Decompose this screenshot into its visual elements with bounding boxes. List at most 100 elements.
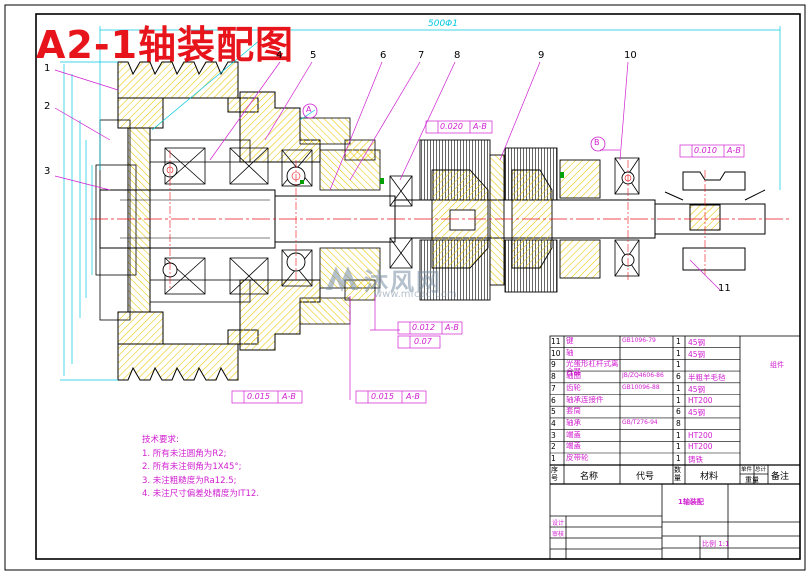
callout-10: 10 xyxy=(624,50,637,61)
bom-cell-name: 轴承连接件 xyxy=(566,395,604,404)
bom-cell-name: 齿轮 xyxy=(566,383,581,392)
bom-cell-material: 45钢 xyxy=(688,349,706,359)
dimensions xyxy=(60,26,781,381)
tol-top-left-datum: A-B xyxy=(473,122,487,131)
bom-cell-name: 轴承 xyxy=(566,418,581,427)
tol-flatness-value: 0.07 xyxy=(414,337,432,346)
bom-cell-qty: 8 xyxy=(676,418,681,428)
overall-dimension-label: 500Φ1 xyxy=(428,19,458,29)
bom-cell-code: GB10096-88 xyxy=(622,383,660,391)
bom-cell-name: 端盖 xyxy=(566,430,581,439)
leaders xyxy=(54,61,721,400)
bom-cell-name: 端盖 xyxy=(566,442,581,451)
shift-fork xyxy=(664,171,766,271)
section-letter-b: B xyxy=(594,138,600,147)
notes-heading: 技术要求: xyxy=(142,435,179,445)
bom-cell-name: 轴圈 xyxy=(566,372,581,381)
bom-cell-no: 11 xyxy=(551,337,561,346)
side-label-design: 设计 xyxy=(552,520,565,527)
tol-bottom-mid-value: 0.015 xyxy=(371,392,394,401)
bom-cell-name: 光蛋形杠杆式离合器 xyxy=(566,360,619,377)
bom-cell-qty: 1 xyxy=(676,337,681,346)
bom-cell-code: GB/T276-94 xyxy=(622,418,658,426)
bom-cell-qty: 6 xyxy=(676,372,681,382)
section-mark-a xyxy=(302,103,318,119)
bom-header-unit-weight: 单件 xyxy=(741,467,753,473)
callout-4: 4 xyxy=(276,50,283,61)
spacers xyxy=(319,139,381,301)
bom-cell-material: HT200 xyxy=(688,395,713,405)
bom-cell-name: 套筒 xyxy=(566,407,581,416)
bom-cell-no: 2 xyxy=(551,442,556,452)
bom-header-material: 材料 xyxy=(700,472,719,482)
bom-cell-no: 9 xyxy=(551,360,556,370)
bom-cell-code: GB1096-79 xyxy=(622,337,656,344)
bom-cell-material: HT200 xyxy=(688,442,713,452)
bom-header-name: 名称 xyxy=(580,472,599,482)
bom-cell-no: 10 xyxy=(551,348,561,358)
bom-cell-material: HT200 xyxy=(688,430,713,440)
bom-cell-name: 皮带轮 xyxy=(566,454,589,462)
technical-notes: 技术要求: 1. 所有未注圆角为R2; 2. 所有未注倒角为1X45°; 3. … xyxy=(142,434,259,502)
bom-header-code: 代号 xyxy=(636,472,655,482)
section-letter-a: A xyxy=(306,105,312,114)
bom-header-remark: 备注 xyxy=(771,472,790,482)
bom-cell-material: 铸铁 xyxy=(688,455,703,464)
callout-11: 11 xyxy=(718,283,731,294)
bom-header-weight: 重量 xyxy=(745,476,759,484)
bom-cell-material: 半粗羊毛毡 xyxy=(688,373,726,383)
drawing-title: A2-1轴装配图 xyxy=(36,23,295,67)
tol-right-datum: A-B xyxy=(727,146,741,155)
clutch-gear xyxy=(419,139,601,301)
tol-right-value: 0.010 xyxy=(694,146,717,155)
tol-bottom-mid-datum: A-B xyxy=(406,392,420,401)
drawing-name-cell: 1轴装配 xyxy=(678,498,704,506)
bom-cell-qty: 1 xyxy=(676,383,681,393)
bom-cell-no: 1 xyxy=(551,454,556,463)
bom-cell-material: 45钢 xyxy=(688,338,706,347)
callout-3: 3 xyxy=(44,166,51,177)
bom-cell-name: 轴 xyxy=(566,348,574,357)
bom-header-qty: 数量 xyxy=(674,466,681,482)
note-item: 2. 所有未注倒角为1X45°; xyxy=(142,462,242,472)
side-label-review: 审核 xyxy=(552,531,565,538)
bom-cell-no: 4 xyxy=(551,418,556,428)
bom-grid xyxy=(549,335,801,560)
bom-cell-material: 45钢 xyxy=(688,384,706,394)
callout-9: 9 xyxy=(538,50,545,61)
inner-frame xyxy=(35,13,801,560)
watermark-logo-icon xyxy=(326,266,358,292)
callout-2: 2 xyxy=(44,101,51,112)
end-cover xyxy=(149,91,351,351)
note-item: 4. 未注尺寸偏差处精度为IT12. xyxy=(142,489,260,499)
callout-7: 7 xyxy=(418,50,425,61)
tol-top-left-value: 0.020 xyxy=(440,122,463,131)
note-item: 1. 所有未注圆角为R2; xyxy=(142,448,227,459)
bom-cell-qty: 6 xyxy=(676,407,681,417)
callout-1: 1 xyxy=(44,63,51,74)
bom-header-total-weight: 总计 xyxy=(755,467,767,473)
tol-bottom-left-datum: A-B xyxy=(282,392,296,401)
watermark-brand: 沐风网 xyxy=(364,268,442,296)
bom-cell-code: JB/ZQ4606-86 xyxy=(622,372,664,380)
bom-cell-qty: 1 xyxy=(676,360,681,370)
bom-cell-no: 6 xyxy=(551,395,556,405)
bom-cell-no: 5 xyxy=(551,407,556,417)
bom-cell-qty: 1 xyxy=(676,395,681,405)
bom-cell-no: 8 xyxy=(551,372,556,382)
bom-cell-qty: 1 xyxy=(676,430,681,440)
tol-bottom-left-value: 0.015 xyxy=(247,392,270,401)
bom-header-no: 序号 xyxy=(551,466,558,482)
scale-cell: 比例 1:1 xyxy=(702,540,730,548)
outer-frame xyxy=(4,4,806,571)
bom-cell-qty: 1 xyxy=(676,442,681,452)
callout-5: 5 xyxy=(310,50,317,61)
callout-8: 8 xyxy=(454,50,461,61)
tol-mid-datum: A-B xyxy=(445,323,459,332)
bom-cell-qty: 1 xyxy=(676,348,681,358)
bom-cell-no: 3 xyxy=(551,430,556,440)
bom-cell-no: 7 xyxy=(551,383,556,393)
watermark-url: www.mfcad.com xyxy=(374,289,457,300)
pulley xyxy=(95,61,259,381)
